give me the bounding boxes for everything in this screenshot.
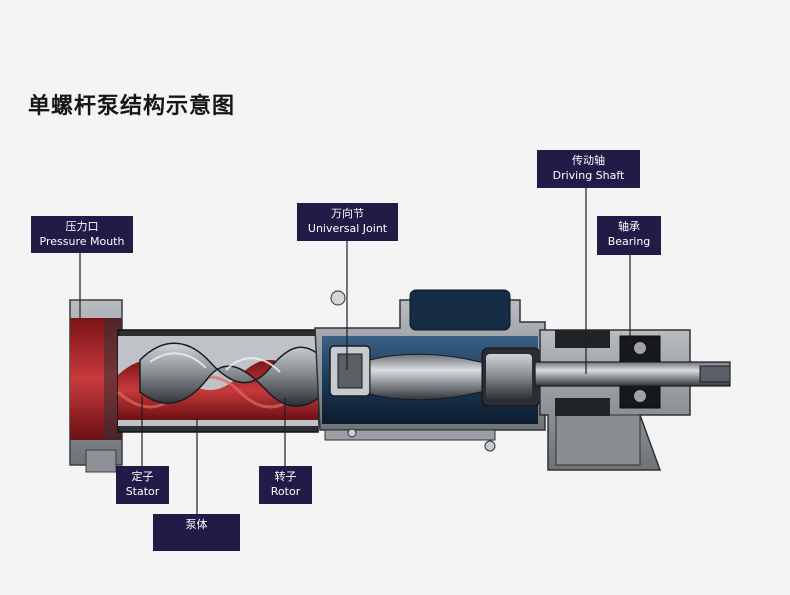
pressure-mouth-housing <box>69 299 123 473</box>
label-bearing: 轴承 Bearing <box>597 216 661 255</box>
bearing-housing <box>539 329 691 471</box>
driving-shaft <box>534 361 731 387</box>
leader-lines <box>79 188 631 514</box>
label-driving-shaft: 传动轴 Driving Shaft <box>537 150 640 188</box>
label-pressure-mouth: 压力口 Pressure Mouth <box>31 216 133 253</box>
label-rotor: 转子 Rotor <box>259 466 312 504</box>
label-stator: 定子 Stator <box>116 466 169 504</box>
diagram-title: 单螺杆泵结构示意图 <box>28 94 236 119</box>
universal-joint <box>329 345 541 407</box>
label-universal-joint: 万向节 Universal Joint <box>297 203 398 241</box>
label-pump-body: 泵体 <box>153 514 240 551</box>
